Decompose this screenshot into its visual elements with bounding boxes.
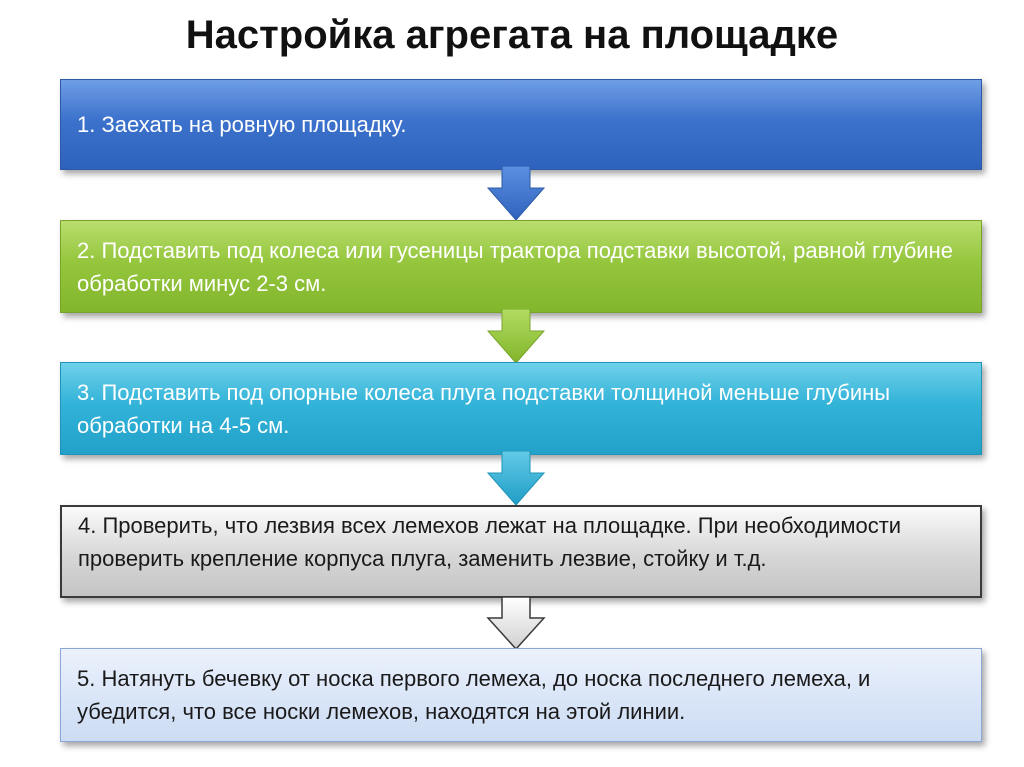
step-box-5: 5. Натянуть бечевку от носка первого лем…: [60, 648, 982, 742]
down-arrow-icon: [486, 309, 546, 364]
step-text-5: 5. Натянуть бечевку от носка первого лем…: [77, 666, 871, 724]
down-arrow-icon: [486, 596, 546, 651]
step-box-2: 2. Подставить под колеса или гусеницы тр…: [60, 220, 982, 313]
step-box-1: 1. Заехать на ровную площадку.: [60, 79, 982, 170]
down-arrow-icon: [486, 451, 546, 506]
down-arrow-icon: [486, 166, 546, 221]
page-title: Настройка агрегата на площадке: [185, 13, 839, 57]
step-text-2: 2. Подставить под колеса или гусеницы тр…: [77, 237, 953, 296]
step-text-3: 3. Подставить под опорные колеса плуга п…: [77, 379, 891, 438]
step-box-4: 4. Проверить, что лезвия всех лемехов ле…: [60, 505, 982, 598]
step-text-4: 4. Проверить, что лезвия всех лемехов ле…: [78, 513, 902, 571]
step-text-1: 1. Заехать на ровную площадку.: [77, 112, 407, 137]
step-box-3: 3. Подставить под опорные колеса плуга п…: [60, 362, 982, 455]
